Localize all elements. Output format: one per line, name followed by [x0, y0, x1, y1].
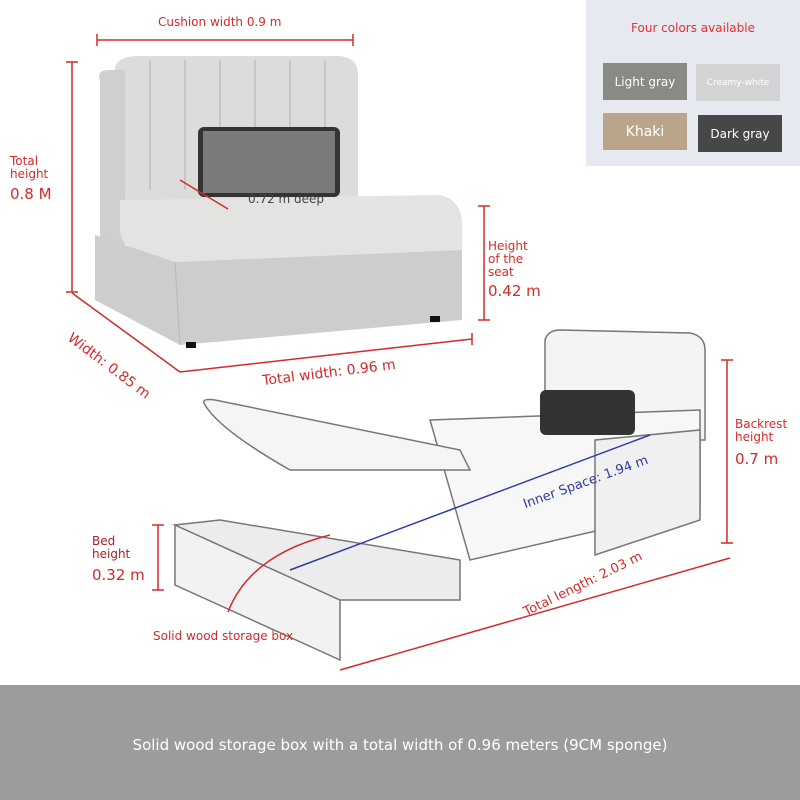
- color-options-title: Four colors available: [631, 21, 755, 35]
- seat-height-label: Height of the seat: [488, 239, 528, 279]
- backrest-height-value: 0.7 m: [735, 450, 779, 468]
- dimension-lines: [66, 34, 733, 671]
- sofa-chair-image: [95, 56, 462, 348]
- color-khaki[interactable]: Khaki: [603, 113, 687, 150]
- total-height-value: 0.8 M: [10, 185, 52, 203]
- backrest-height-label: Backrest height: [735, 417, 788, 444]
- bed-height-value: 0.32 m: [92, 566, 145, 584]
- color-dark-gray[interactable]: Dark gray: [698, 115, 782, 152]
- footer-caption: Solid wood storage box with a total widt…: [132, 736, 668, 754]
- color-light-gray[interactable]: Light gray: [603, 63, 687, 100]
- sofa-bed-image: [172, 329, 706, 662]
- depth-label: 0.72 m deep: [248, 192, 325, 206]
- seat-height-value: 0.42 m: [488, 282, 541, 300]
- color-options-panel: Four colors available Light gray Creamy-…: [586, 0, 800, 166]
- cushion-width-label: Cushion width 0.9 m: [158, 15, 282, 29]
- total-height-label: Total height: [10, 154, 49, 181]
- bed-height-label: Bed height: [92, 534, 131, 561]
- footer-banner: Solid wood storage box with a total widt…: [0, 685, 800, 800]
- color-creamy-white[interactable]: Creamy-white: [696, 64, 780, 101]
- storage-box-label: Solid wood storage box: [153, 629, 294, 643]
